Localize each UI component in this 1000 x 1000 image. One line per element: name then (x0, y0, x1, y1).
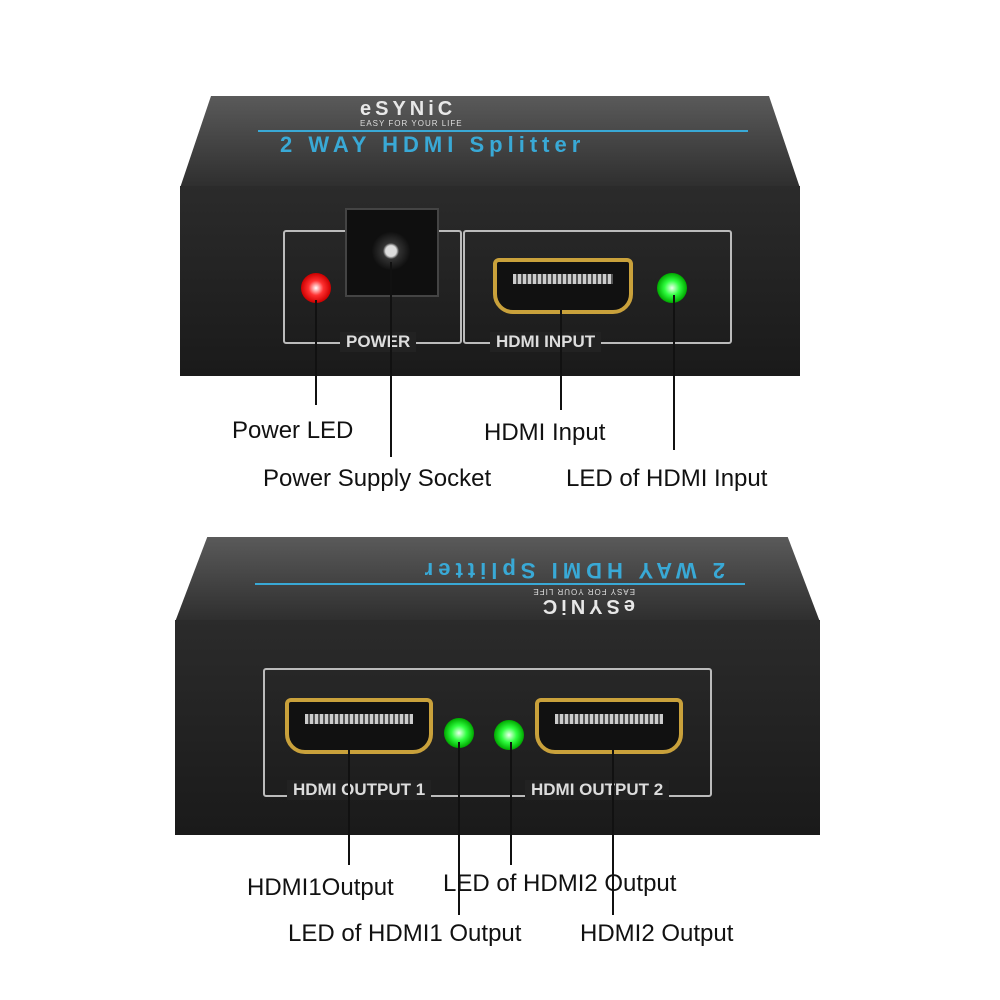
callout-line (390, 262, 392, 457)
brand-logo: eSYNiC EASY FOR YOUR LIFE (360, 99, 463, 128)
callout-line (612, 742, 614, 915)
label-hdmi2-output: HDMI2 Output (580, 920, 734, 947)
callout-line (315, 300, 317, 405)
product-name: 2 WAY HDMI Splitter (419, 558, 725, 583)
hdmi-output-1-port (285, 698, 433, 754)
callout-line (348, 742, 350, 865)
label-hdmi-input-led: LED of HDMI Input (566, 465, 768, 492)
label-hdmi2-output-led: LED of HDMI2 Output (443, 870, 677, 897)
label-power-socket: Power Supply Socket (263, 465, 492, 492)
product-name: 2 WAY HDMI Splitter (280, 132, 586, 157)
tagline: EASY FOR YOUR LIFE (360, 119, 463, 128)
hdmi-input-port (493, 258, 633, 314)
outputs-panel (263, 668, 712, 797)
top-device: eSYNiC EASY FOR YOUR LIFE 2 WAY HDMI Spl… (0, 0, 1000, 400)
label-hdmi-input: HDMI Input (484, 419, 606, 446)
output2-panel-label: HDMI OUTPUT 2 (525, 780, 670, 800)
label-power-led: Power LED (232, 417, 354, 444)
arrow-line (258, 130, 748, 132)
tagline: EASY FOR YOUR LIFE (532, 587, 635, 596)
hdmi-input-led (657, 273, 687, 303)
label-hdmi1-output-led: LED of HDMI1 Output (288, 920, 522, 947)
hdmi-output-2-port (535, 698, 683, 754)
callout-line (510, 742, 512, 865)
power-led (301, 273, 331, 303)
power-socket (345, 208, 439, 297)
top-device-lid (180, 96, 800, 188)
power-panel-label: POWER (340, 332, 417, 352)
output1-panel-label: HDMI OUTPUT 1 (287, 780, 432, 800)
callout-line (560, 305, 562, 410)
bottom-device-lid (175, 537, 820, 622)
callout-line (458, 742, 460, 915)
hdmi-output-2-led (494, 720, 524, 750)
label-hdmi1-output: HDMI1Output (247, 874, 394, 901)
brand-name: eSYNiC (360, 98, 457, 120)
brand-name: eSYNiC (538, 595, 635, 617)
callout-line (673, 295, 675, 450)
hdmi-input-panel-label: HDMI INPUT (490, 332, 602, 352)
